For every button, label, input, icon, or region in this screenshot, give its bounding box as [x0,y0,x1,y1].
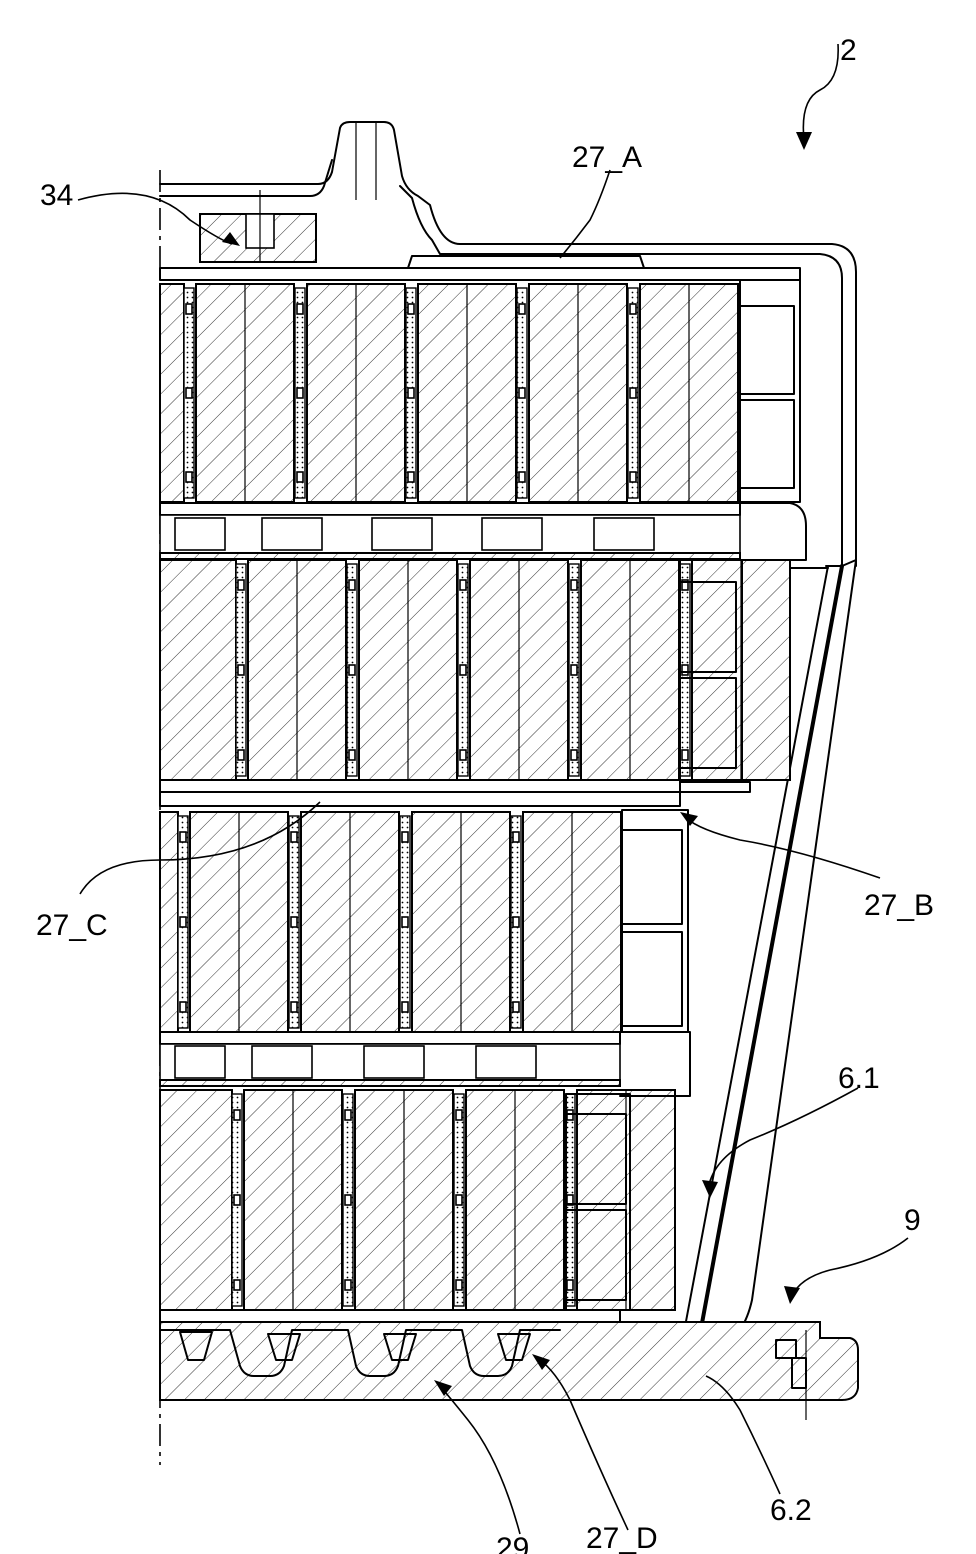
cell-partial [160,560,236,780]
spacer-clip [180,917,186,927]
spacer-clip [349,665,355,675]
spacer-clip [630,472,636,482]
spacer-clip [460,580,466,590]
spacer-clip [291,917,297,927]
spacer-clip [238,665,244,675]
spacer-clip [291,832,297,842]
spacer-clip [349,750,355,760]
cell-partial [160,284,184,502]
spacer-clip [186,304,192,314]
battery-cells [160,284,790,1310]
spacer-clip [297,388,303,398]
label-27A: 27_A [572,141,642,174]
spacer-clip [402,1002,408,1012]
spacer-clip [186,388,192,398]
spacer-clip [571,580,577,590]
spacer-clip [682,750,688,760]
spacer-clip [402,917,408,927]
spacer-clip [345,1195,351,1205]
label-29: 29 [496,1532,529,1554]
spacer-clip [180,832,186,842]
label-27D: 27_D [586,1522,658,1554]
spacer-clip [571,750,577,760]
spacer-clip [297,472,303,482]
cell-partial [160,1090,232,1310]
spacer-clip [349,580,355,590]
spacer-clip [630,388,636,398]
base-plate [160,1322,858,1420]
spacer-clip [291,1002,297,1012]
spacer-clip [460,665,466,675]
spacer-clip [408,388,414,398]
label-9: 9 [904,1204,921,1237]
label-6-2: 6.2 [770,1494,812,1527]
spacer-clip [513,832,519,842]
fastening-block [200,190,316,262]
label-assembly-2: 2 [840,34,857,67]
spacer-clip [513,1002,519,1012]
spacer-clip [234,1110,240,1120]
spacer-clip [408,472,414,482]
spacer-clip [238,580,244,590]
spacer-clip [402,832,408,842]
spacer-clip [682,665,688,675]
spacer-clip [567,1280,573,1290]
spacer-clip [519,472,525,482]
spacer-clip [513,917,519,927]
cell-partial [160,812,178,1032]
spacer-clip [519,304,525,314]
spacer-clip [186,472,192,482]
spacer-clip [571,665,577,675]
spacer-clip [345,1280,351,1290]
spacer-clip [234,1195,240,1205]
spacer-clip [234,1280,240,1290]
label-27C: 27_C [36,909,108,942]
spacer-clip [460,750,466,760]
spacer-clip [180,1002,186,1012]
label-27B: 27_B [864,889,934,922]
spacer-clip [408,304,414,314]
spacer-clip [456,1110,462,1120]
spacer-clip [630,304,636,314]
label-6-1: 6.1 [838,1062,880,1095]
label-34: 34 [40,179,73,212]
spacer-clip [297,304,303,314]
spacer-clip [456,1195,462,1205]
spacer-clip [238,750,244,760]
spacer-clip [456,1280,462,1290]
spacer-clip [519,388,525,398]
spacer-clip [345,1110,351,1120]
